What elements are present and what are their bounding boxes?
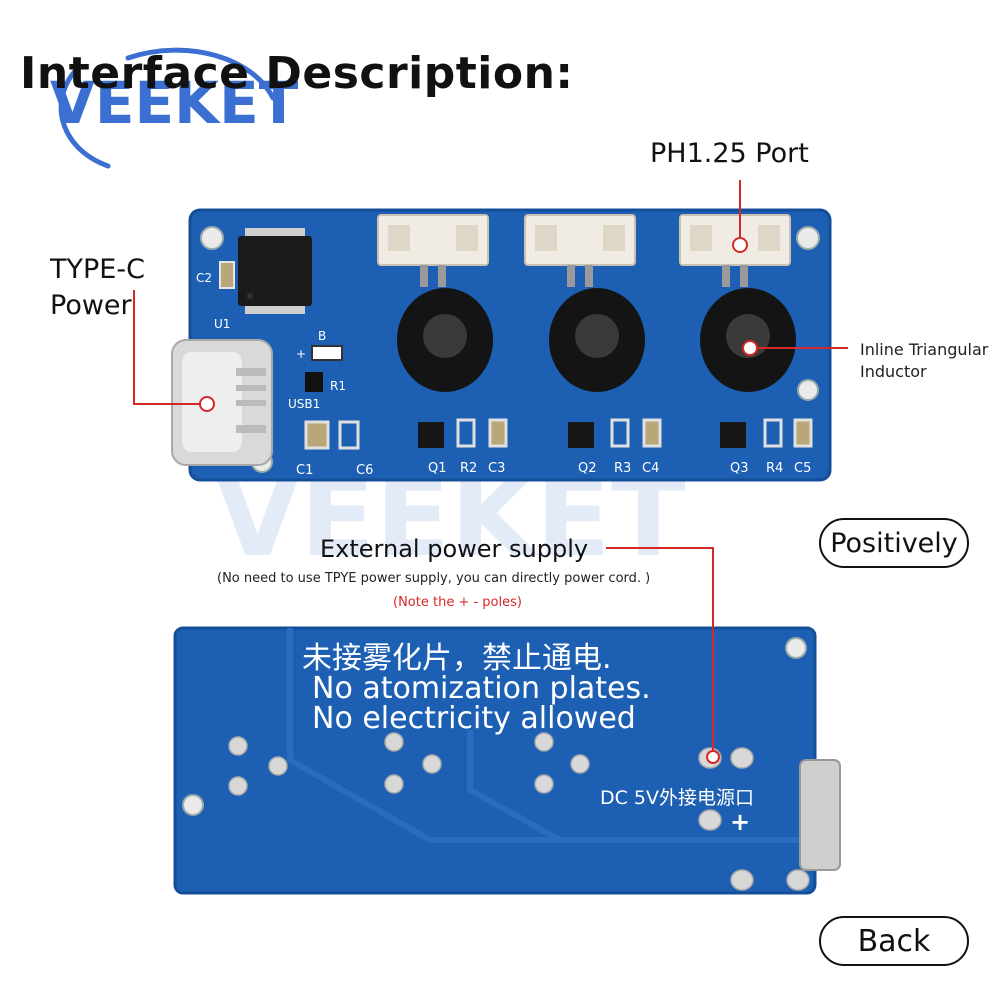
ic-chip [238, 228, 312, 314]
front-board: C2 U1 B + R1 USB1 C1 C6 Q1 R2 C3 Q2 R3 C… [171, 208, 832, 482]
silk-q2: Q2 [578, 461, 597, 476]
inductor-label-line2: Inductor [860, 362, 927, 381]
back-button[interactable]: Back [819, 916, 969, 966]
capacitor [219, 261, 235, 289]
silk-r3: R3 [614, 461, 631, 476]
inductor-label-line1: Inline Triangular [860, 340, 989, 359]
ph-port-label: PH1.25 Port [650, 138, 809, 169]
back-text-line1: No atomization plates. [312, 671, 651, 706]
typec-label-line2: Power [50, 290, 132, 321]
mount-hole [785, 637, 807, 659]
resistor [305, 372, 323, 392]
ext-power-note: (Note the + - poles) [393, 595, 522, 610]
transistor-group [418, 418, 508, 448]
inductor [700, 288, 796, 392]
mount-hole [182, 794, 204, 816]
silk-plus: + [296, 347, 306, 361]
back-cn-text: 未接雾化片，禁止通电. [302, 641, 612, 676]
silk-c1: C1 [296, 463, 313, 478]
silk-r1: R1 [330, 379, 346, 393]
capacitor-pad [338, 420, 360, 450]
silk-r4: R4 [766, 461, 783, 476]
silk-q3: Q3 [730, 461, 749, 476]
logo-text: VEEKET [50, 69, 298, 137]
silk-u1: U1 [214, 317, 230, 331]
led [311, 345, 343, 361]
silk-usb1: USB1 [288, 397, 320, 411]
back-dc-text: DC 5V外接电源口 [600, 787, 754, 809]
usb-c-connector-back [799, 759, 841, 871]
solder-pads [228, 732, 810, 891]
transistor-group [720, 418, 813, 448]
transistor-group [568, 418, 662, 448]
silk-c2: C2 [196, 271, 212, 285]
ext-power-sub: (No need to use TPYE power supply, you c… [217, 571, 651, 586]
ph-port [524, 214, 636, 287]
silk-r2: R2 [460, 461, 477, 476]
callout-dots [199, 237, 758, 764]
silk-b: B [318, 329, 326, 343]
ph-port [377, 214, 489, 287]
typec-label-line1: TYPE-C [50, 254, 145, 285]
silk-c6: C6 [356, 463, 373, 478]
inductor [549, 288, 645, 392]
inductor [397, 288, 493, 392]
plus-marker: + [730, 808, 750, 836]
mount-hole [200, 226, 224, 250]
capacitor [304, 420, 330, 450]
ext-power-label: External power supply [320, 535, 589, 563]
silk-c3: C3 [488, 461, 505, 476]
mount-hole [796, 226, 820, 250]
back-text-line2: No electricity allowed [312, 701, 636, 736]
silk-c5: C5 [794, 461, 811, 476]
veeket-logo: VEEKET [50, 47, 298, 169]
page-title: Interface Description: [20, 48, 574, 99]
positively-button[interactable]: Positively [819, 518, 969, 568]
back-board: + 未接雾化片，禁止通电. No atomization plates. No … [173, 626, 841, 895]
callout-lines [133, 180, 848, 755]
silk-q1: Q1 [428, 461, 447, 476]
silk-c4: C4 [642, 461, 659, 476]
mount-hole [797, 379, 819, 401]
usb-c-connector [171, 339, 273, 466]
